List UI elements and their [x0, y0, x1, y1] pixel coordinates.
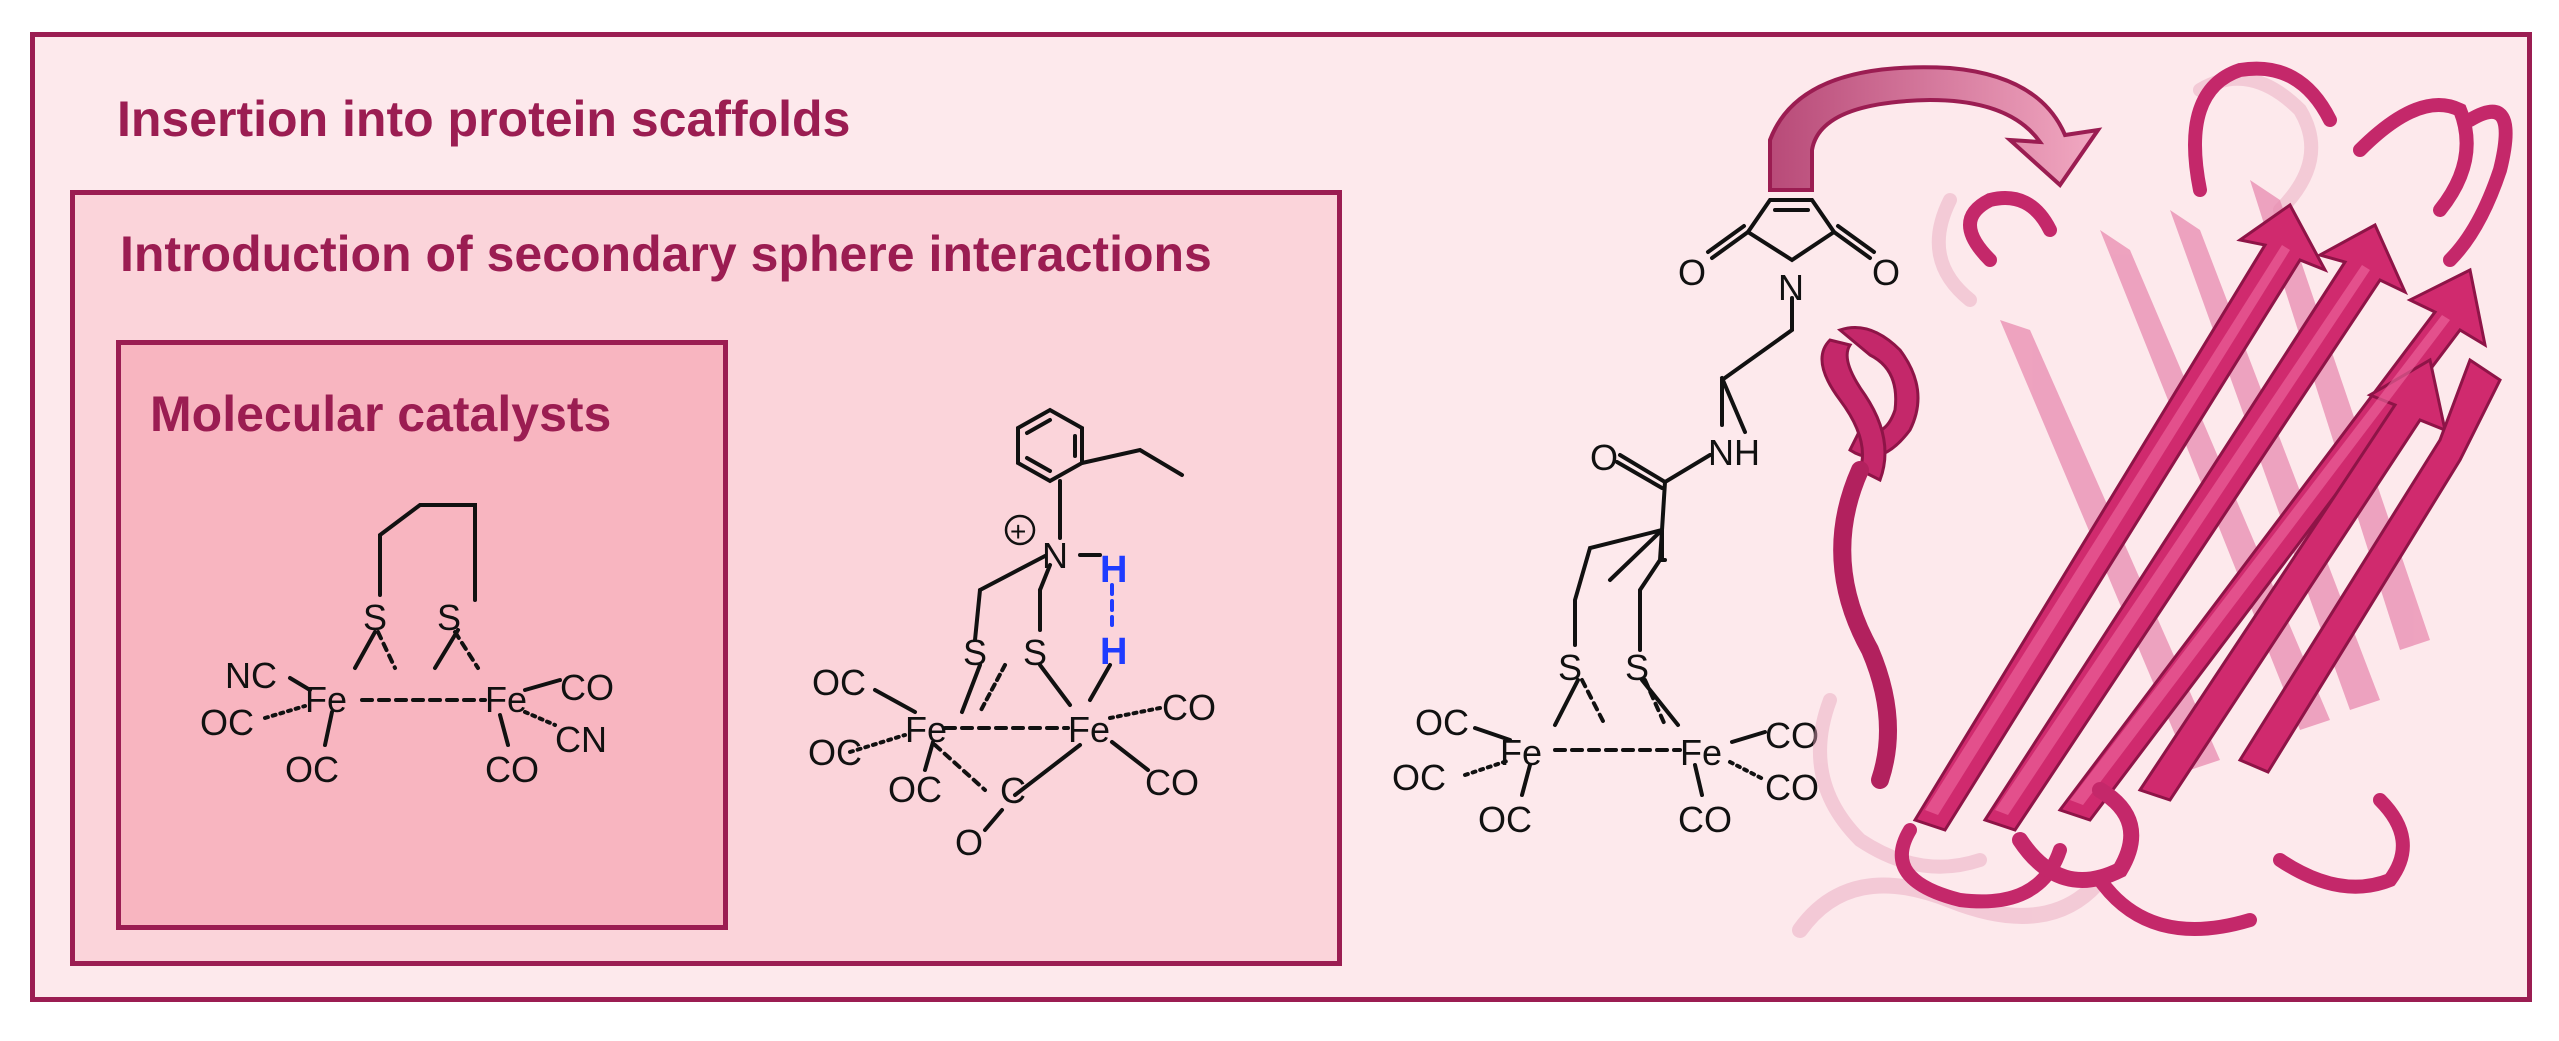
mol1-s-right: S: [437, 597, 461, 638]
mol2-co-bottom: CO: [1145, 762, 1199, 803]
mol3-co-mid: CO: [1765, 767, 1819, 808]
mol3-co-top: CO: [1765, 715, 1819, 756]
mol1-co-top: CO: [560, 667, 614, 708]
mol2-o-bridge: O: [955, 822, 983, 863]
mol1-co-bottom: CO: [485, 749, 539, 790]
molecule-1-labels: S S Fe Fe NC OC OC CO CN CO: [200, 597, 614, 790]
mol3-oc-top: OC: [1415, 702, 1469, 743]
molecule-1-structure: [263, 503, 562, 747]
outer-panel-title: Insertion into protein scaffolds: [117, 91, 851, 147]
mol2-positive-charge-icon: [1004, 514, 1036, 546]
mol1-fe-right: Fe: [485, 679, 527, 720]
mol3-s-right: S: [1625, 647, 1649, 688]
mol3-s-left: S: [1558, 647, 1582, 688]
mol2-s-right: S: [1023, 632, 1047, 673]
middle-panel-title: Introduction of secondary sphere interac…: [120, 226, 1212, 282]
mol2-co-right: CO: [1162, 687, 1216, 728]
mol2-fe-left: Fe: [905, 709, 947, 750]
mol3-o-right: O: [1872, 252, 1900, 293]
molecule-3-structure: [1463, 198, 1876, 797]
mol3-o-left: O: [1678, 252, 1706, 293]
insertion-arrow-icon: [1768, 65, 2103, 192]
mol1-nc: NC: [225, 655, 277, 696]
inner-panel-title: Molecular catalysts: [150, 386, 612, 442]
mol1-oc-left: OC: [200, 702, 254, 743]
molecule-2-labels: + N H H S S Fe Fe OC OC OC C O CO CO: [808, 514, 1216, 863]
mol3-n-maleimide: N: [1778, 267, 1804, 308]
mol2-h-top: H: [1100, 549, 1127, 591]
mol2-oc-mid: OC: [808, 732, 862, 773]
molecule-3-labels: O O N NH O S S Fe Fe OC OC OC CO CO CO: [1392, 252, 1900, 840]
mol1-s-left: S: [363, 597, 387, 638]
mol3-co-bottom: CO: [1678, 799, 1732, 840]
mol3-nh: NH: [1708, 432, 1760, 473]
mol2-s-left: S: [963, 632, 987, 673]
mol2-plus-sign: +: [1010, 516, 1026, 547]
mol3-fe-right: Fe: [1680, 732, 1722, 773]
mol2-h-bottom: H: [1100, 631, 1127, 673]
mol1-fe-left: Fe: [305, 679, 347, 720]
mol2-oc-bottom: OC: [888, 769, 942, 810]
inner-panel-molecular-catalysts: [116, 340, 728, 930]
mol3-o-amide: O: [1590, 437, 1618, 478]
mol1-oc-bottom: OC: [285, 749, 339, 790]
mol3-oc-bottom: OC: [1478, 799, 1532, 840]
mol2-oc-top: OC: [812, 662, 866, 703]
mol1-cn: CN: [555, 719, 607, 760]
mol2-fe-right: Fe: [1068, 709, 1110, 750]
mol3-oc-mid: OC: [1392, 757, 1446, 798]
mol3-fe-left: Fe: [1500, 732, 1542, 773]
protein-beta-barrel: [1792, 61, 2513, 938]
mol2-n: N: [1042, 535, 1068, 576]
mol2-c-bridge: C: [1000, 770, 1026, 811]
molecule-2-structure: [848, 407, 1184, 832]
